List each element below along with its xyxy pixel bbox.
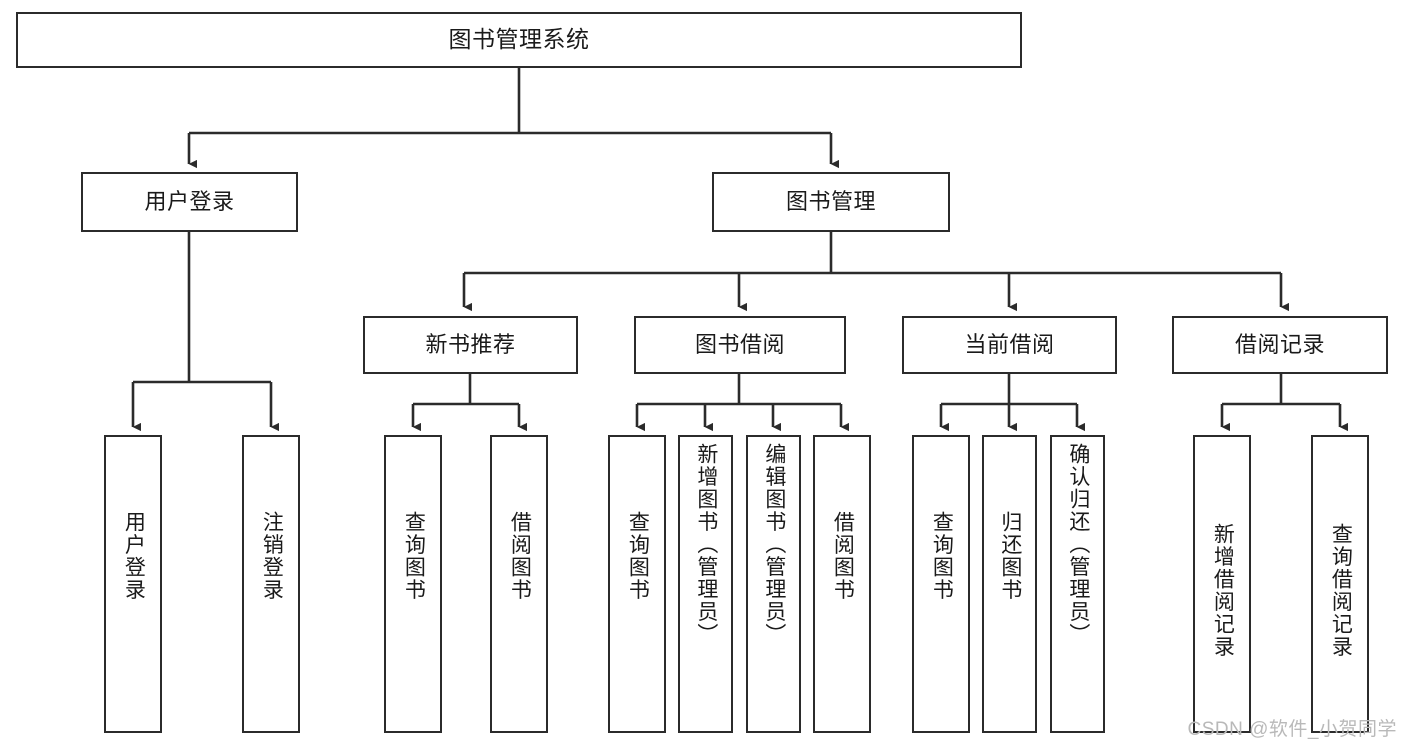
leaf-node-borrow-book-1[interactable]: 借阅图书: [490, 435, 548, 733]
node-label: 新增借阅记录: [1211, 523, 1235, 658]
node-label: 查询图书: [402, 511, 426, 601]
node-label: 借阅图书: [831, 511, 855, 601]
watermark-text: CSDN @软件_小贺同学: [1187, 719, 1397, 740]
node-label: 图书管理系统: [448, 26, 590, 53]
leaf-node-add-record[interactable]: 新增借阅记录: [1193, 435, 1251, 733]
node-label: 图书管理: [785, 188, 876, 214]
leaf-node-return-book[interactable]: 归还图书: [982, 435, 1037, 733]
leaf-node-user-login[interactable]: 用户登录: [104, 435, 162, 733]
leaf-node-query-book-3[interactable]: 查询图书: [912, 435, 970, 733]
node-label: 查询图书: [626, 511, 650, 601]
leaf-node-edit-book[interactable]: 编辑图书（管理员）: [746, 435, 801, 733]
leaf-node-borrow-book-2[interactable]: 借阅图书: [813, 435, 871, 733]
node-label: 查询借阅记录: [1329, 523, 1353, 658]
node-label: 用户登录: [122, 511, 146, 601]
leaf-node-query-record[interactable]: 查询借阅记录: [1311, 435, 1369, 733]
node-book-management[interactable]: 图书管理: [712, 172, 950, 232]
node-label: 借阅图书: [508, 511, 532, 601]
node-label: 确认归还（管理员）: [1066, 443, 1090, 646]
leaf-node-logout[interactable]: 注销登录: [242, 435, 300, 733]
leaf-node-confirm-return[interactable]: 确认归还（管理员）: [1050, 435, 1105, 733]
node-label: 图书借阅: [694, 331, 785, 357]
node-root-system[interactable]: 图书管理系统: [16, 12, 1022, 68]
node-book-borrow[interactable]: 图书借阅: [634, 316, 846, 374]
node-label: 编辑图书（管理员）: [762, 443, 786, 646]
node-label: 新书推荐: [425, 331, 516, 357]
node-label: 归还图书: [998, 511, 1022, 601]
node-label: 当前借阅: [964, 331, 1055, 357]
leaf-node-query-book-2[interactable]: 查询图书: [608, 435, 666, 733]
leaf-node-add-book[interactable]: 新增图书（管理员）: [678, 435, 733, 733]
node-new-book-recommend[interactable]: 新书推荐: [363, 316, 578, 374]
node-borrow-record[interactable]: 借阅记录: [1172, 316, 1388, 374]
node-current-borrow[interactable]: 当前借阅: [902, 316, 1117, 374]
node-label: 注销登录: [260, 511, 284, 601]
node-label: 借阅记录: [1234, 331, 1325, 357]
node-label: 用户登录: [144, 188, 235, 214]
node-label: 查询图书: [930, 511, 954, 601]
node-label: 新增图书（管理员）: [694, 443, 718, 646]
node-user-login[interactable]: 用户登录: [81, 172, 298, 232]
leaf-node-query-book-1[interactable]: 查询图书: [384, 435, 442, 733]
